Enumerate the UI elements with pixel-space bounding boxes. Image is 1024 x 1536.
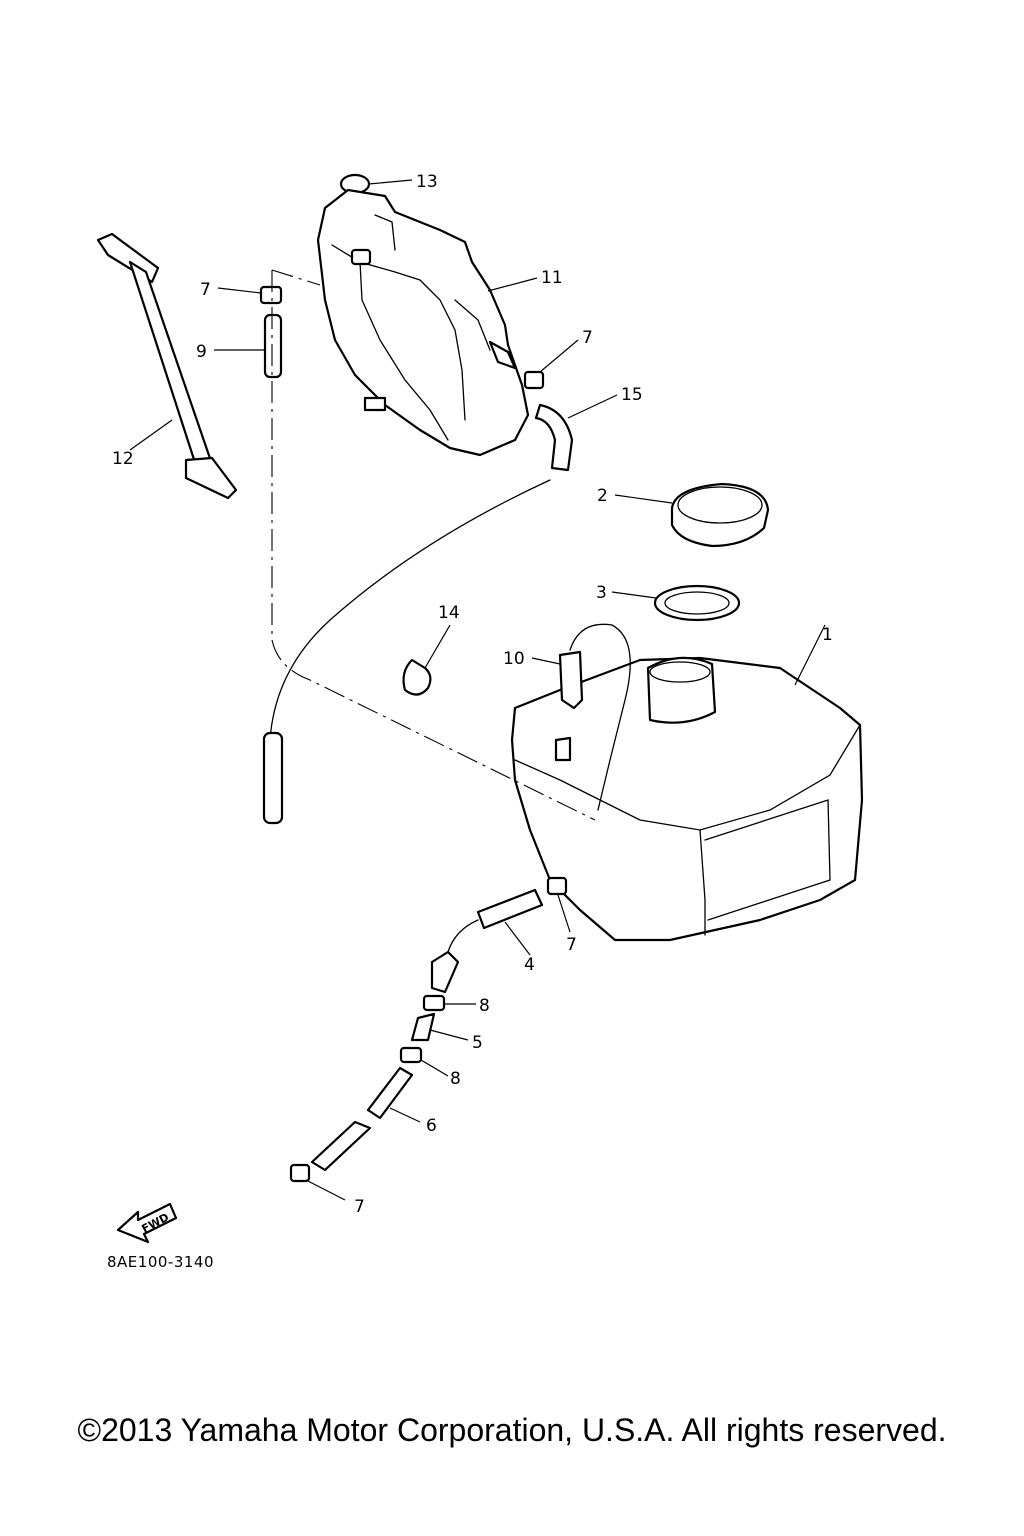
part-11-reservoir (316, 188, 538, 457)
part-4-hose (430, 888, 544, 994)
part-9-hose (214, 313, 283, 379)
callout-13: 13 (416, 172, 438, 192)
part-3-gasket (611, 584, 741, 622)
callout-6: 6 (426, 1116, 437, 1136)
callout-7-tank-outlet: 7 (566, 935, 577, 955)
part-6-hose (310, 1066, 421, 1172)
part-8-clamp-upper (422, 994, 476, 1012)
callout-15: 15 (621, 385, 643, 405)
part-7-clamp-upper-left (217, 285, 283, 305)
part-7-clamp-bottom (289, 1163, 346, 1201)
callout-5: 5 (472, 1033, 483, 1053)
part-12-strap (96, 232, 238, 500)
part-7-clamp-tank-outlet (546, 876, 571, 933)
callout-4: 4 (524, 955, 535, 975)
routing-line-left (271, 270, 596, 821)
callout-14: 14 (438, 603, 460, 623)
part-8-clamp-lower (399, 1046, 449, 1077)
part-13-cap (339, 173, 413, 195)
diagram-code: 8AE100-3140 (107, 1253, 214, 1271)
routing-line-reservoir (271, 269, 321, 286)
part-9-hose-lower (262, 731, 284, 825)
fwd-arrow-icon: FWD (116, 1202, 178, 1244)
callout-7-upper-right: 7 (582, 328, 593, 348)
part-5-connector (410, 1012, 469, 1042)
part-14-clip (402, 624, 451, 696)
callout-1: 1 (822, 625, 833, 645)
callout-9: 9 (196, 342, 207, 362)
part-15-elbow-hose (534, 394, 618, 472)
callout-11: 11 (541, 268, 563, 288)
callout-12: 12 (112, 449, 134, 469)
callout-3: 3 (596, 583, 607, 603)
callout-7-bottom: 7 (354, 1197, 365, 1217)
copyright-notice: ©2013 Yamaha Motor Corporation, U.S.A. A… (77, 1412, 947, 1448)
callout-2: 2 (597, 486, 608, 506)
part-1-main-tank (510, 624, 864, 942)
callout-8-lower: 8 (450, 1069, 461, 1089)
part-2-filler-cap (614, 482, 770, 548)
callout-7-upper-left: 7 (200, 280, 211, 300)
part-10-fitting (531, 623, 631, 811)
routing-line-curve (269, 479, 551, 741)
callout-8-upper: 8 (479, 996, 490, 1016)
callout-10: 10 (503, 649, 525, 669)
part-7-clamp-upper-right (523, 339, 579, 390)
